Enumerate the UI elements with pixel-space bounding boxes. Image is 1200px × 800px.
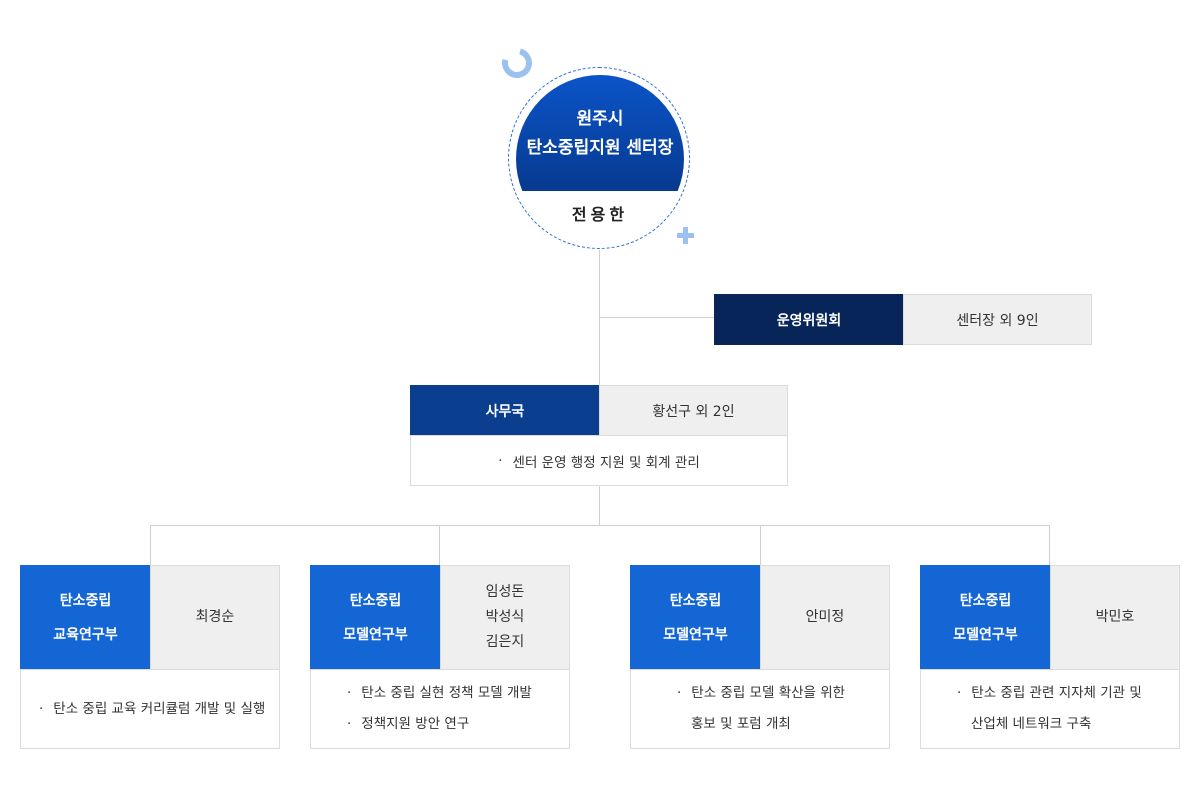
bullet: · bbox=[347, 716, 352, 732]
dept-2-duties: · 탄소 중립 실현 정책 모델 개발 · 정책지원 방안 연구 bbox=[310, 669, 570, 749]
dept-1-member: 최경순 bbox=[195, 609, 235, 625]
dept-3-duty-item: · 탄소 중립 모델 확산을 위한 bbox=[677, 678, 889, 709]
committee-label: 운영위원회 bbox=[714, 294, 904, 345]
secretariat-members: 황선구 외 2인 bbox=[599, 385, 788, 436]
dept-3-duty-item-continued: 홍보 및 포럼 개최 bbox=[677, 709, 889, 740]
director-name: 전용한 bbox=[571, 205, 629, 224]
bullet: · bbox=[39, 700, 44, 717]
dept-3-duty-text: 홍보 및 포럼 개최 bbox=[691, 716, 791, 732]
dept-2-member: 임성돈 bbox=[485, 584, 525, 600]
dept-2-duty-text: 탄소 중립 실현 정책 모델 개발 bbox=[361, 685, 532, 701]
director-circle: 원주시 탄소중립지원 센터장 전용한 bbox=[516, 75, 684, 243]
connector-committee bbox=[599, 317, 715, 318]
secretariat-duty-text: 센터 운영 행정 지원 및 회계 관리 bbox=[512, 454, 700, 471]
director-title-line1: 원주시 bbox=[576, 109, 624, 129]
connector-secretariat-departments bbox=[599, 485, 600, 525]
dept-4-duty-item: · 탄소 중립 관련 지자체 기관 및 bbox=[957, 678, 1179, 709]
dept-4-member: 박민호 bbox=[1095, 609, 1135, 625]
dept-4-label-line1: 탄소중립 bbox=[959, 592, 1012, 609]
dept-3-duty-text: 탄소 중립 모델 확산을 위한 bbox=[691, 685, 846, 701]
dept-1-duty-text: 탄소 중립 교육 커리큘럼 개발 및 실행 bbox=[53, 700, 266, 717]
decorative-plus-icon bbox=[677, 227, 694, 244]
bullet: · bbox=[677, 685, 682, 701]
dept-3-members: 안미정 bbox=[760, 565, 890, 670]
dept-2-member: 박성식 bbox=[485, 609, 525, 625]
dept-2-label: 탄소중립 모델연구부 bbox=[310, 565, 441, 670]
dept-4-duty-text: 산업체 네트워크 구축 bbox=[971, 716, 1092, 732]
director-circle-border bbox=[508, 67, 690, 249]
dept-1-duty-item: · 탄소 중립 교육 커리큘럼 개발 및 실행 bbox=[39, 694, 279, 725]
dept-4-label: 탄소중립 모델연구부 bbox=[920, 565, 1051, 670]
director-title-line2: 탄소중립지원 센터장 bbox=[526, 138, 674, 158]
dept-4-duty-item-continued: 산업체 네트워크 구축 bbox=[957, 709, 1179, 740]
secretariat-label: 사무국 bbox=[410, 385, 600, 436]
dept-4-label-line2: 모델연구부 bbox=[953, 626, 1018, 643]
bullet: · bbox=[957, 685, 962, 701]
dept-3-label: 탄소중립 모델연구부 bbox=[630, 565, 761, 670]
connector-dept-4 bbox=[1049, 525, 1050, 566]
dept-4-duties: · 탄소 중립 관련 지자체 기관 및 산업체 네트워크 구축 bbox=[920, 669, 1180, 749]
dept-3-duties: · 탄소 중립 모델 확산을 위한 홍보 및 포럼 개최 bbox=[630, 669, 890, 749]
secretariat-duty: · 센터 운영 행정 지원 및 회계 관리 bbox=[410, 435, 788, 486]
dept-1-label-line1: 탄소중립 bbox=[59, 592, 112, 609]
bullet: · bbox=[347, 685, 352, 701]
connector-director-secretariat bbox=[599, 250, 600, 386]
dept-1-members: 최경순 bbox=[150, 565, 280, 670]
dept-2-duty-item: · 정책지원 방안 연구 bbox=[347, 709, 569, 740]
dept-2-members: 임성돈 박성식 김은지 bbox=[440, 565, 570, 670]
connector-dept-3 bbox=[760, 525, 761, 566]
dept-2-label-line1: 탄소중립 bbox=[349, 592, 402, 609]
bullet: · bbox=[498, 452, 503, 469]
dept-2-member: 김은지 bbox=[485, 634, 525, 650]
connector-dept-1 bbox=[150, 525, 151, 566]
dept-2-label-line2: 모델연구부 bbox=[343, 626, 408, 643]
connector-dept-2 bbox=[439, 525, 440, 566]
dept-3-label-line1: 탄소중립 bbox=[669, 592, 722, 609]
dept-1-label-line2: 교육연구부 bbox=[53, 626, 118, 643]
dept-4-duty-text: 탄소 중립 관련 지자체 기관 및 bbox=[971, 685, 1142, 701]
director-title: 원주시 탄소중립지원 센터장 bbox=[516, 75, 684, 191]
committee-members: 센터장 외 9인 bbox=[903, 294, 1092, 345]
dept-1-duties: · 탄소 중립 교육 커리큘럼 개발 및 실행 bbox=[20, 669, 280, 749]
dept-2-duty-text: 정책지원 방안 연구 bbox=[361, 716, 470, 732]
dept-3-member: 안미정 bbox=[805, 609, 845, 625]
dept-2-duty-item: · 탄소 중립 실현 정책 모델 개발 bbox=[347, 678, 569, 709]
dept-1-label: 탄소중립 교육연구부 bbox=[20, 565, 151, 670]
dept-3-label-line2: 모델연구부 bbox=[663, 626, 728, 643]
connector-horizontal-departments bbox=[150, 525, 1050, 526]
dept-4-members: 박민호 bbox=[1050, 565, 1180, 670]
